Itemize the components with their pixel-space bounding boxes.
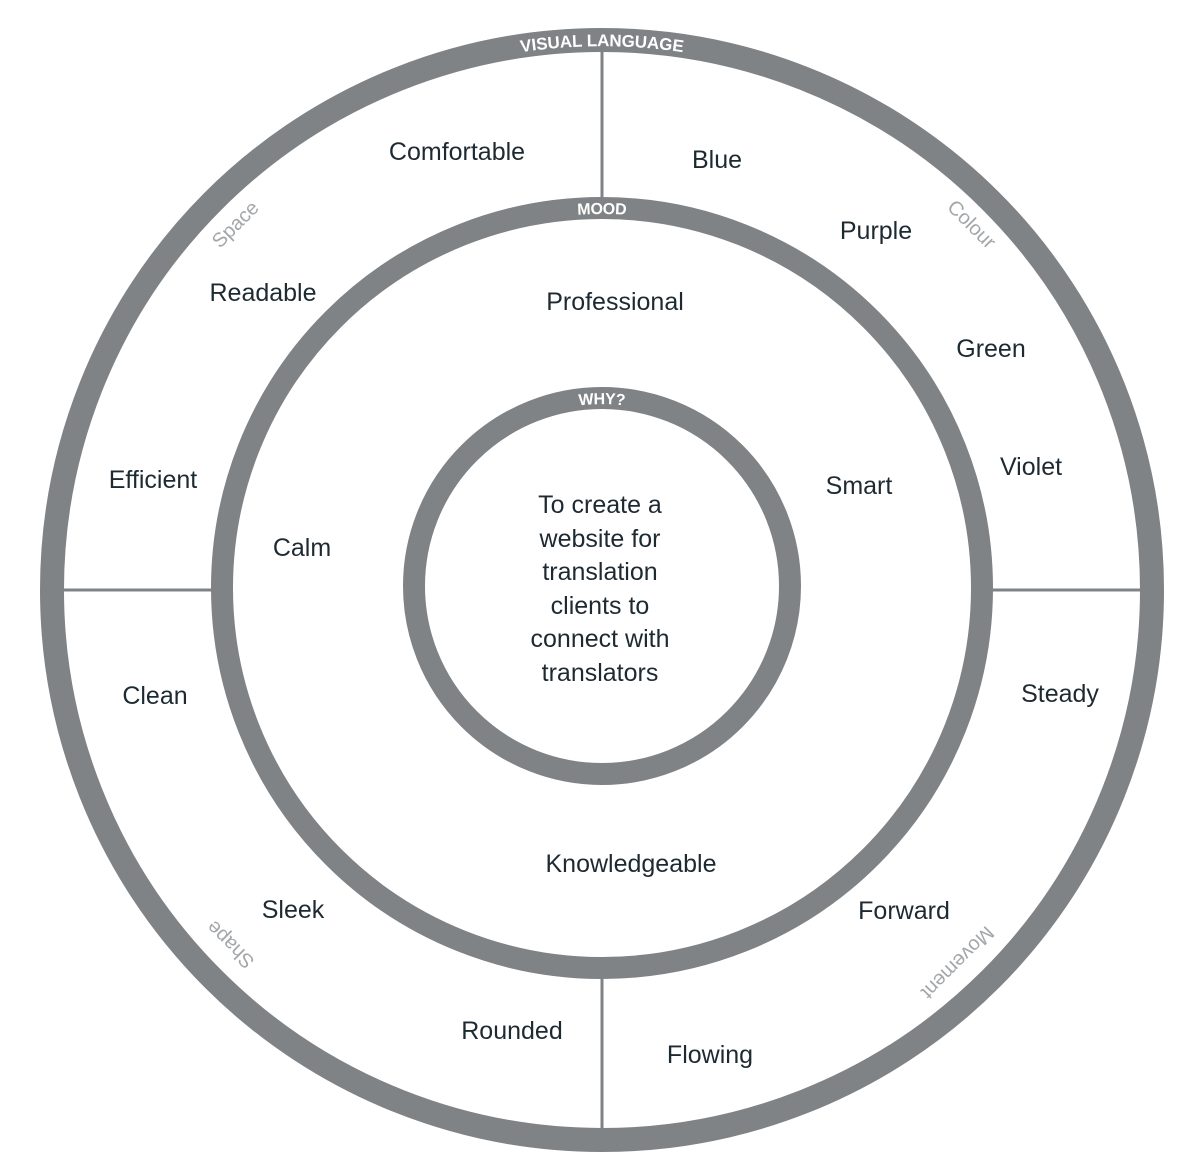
- colour-word-blue: Blue: [692, 146, 742, 174]
- middle-ring: [211, 197, 993, 979]
- shape-word-rounded: Rounded: [461, 1017, 562, 1045]
- mood-word-knowledgeable: Knowledgeable: [546, 850, 717, 878]
- inner-ring: [403, 387, 801, 785]
- inner-ring-label: WHY?: [578, 391, 626, 409]
- colour-word-purple: Purple: [840, 217, 912, 245]
- middle-ring-label: MOOD: [577, 201, 627, 219]
- center-line: To create a: [538, 491, 662, 519]
- colour-word-green: Green: [956, 335, 1025, 363]
- outer-ring: [40, 28, 1164, 1152]
- mood-word-professional: Professional: [546, 288, 684, 316]
- movement-word-forward: Forward: [858, 897, 950, 925]
- center-purpose: To create a website for translation clie…: [531, 491, 670, 687]
- center-line: translation: [542, 558, 657, 586]
- movement-word-flowing: Flowing: [667, 1041, 753, 1069]
- shape-word-clean: Clean: [122, 682, 187, 710]
- space-word-comfortable: Comfortable: [389, 138, 525, 166]
- center-line: translators: [542, 659, 659, 687]
- space-word-efficient: Efficient: [109, 466, 198, 494]
- mood-word-calm: Calm: [273, 534, 331, 562]
- colour-word-violet: Violet: [1000, 453, 1062, 481]
- center-line: website for: [539, 525, 661, 553]
- center-line: connect with: [531, 625, 670, 653]
- mood-word-smart: Smart: [826, 472, 893, 500]
- center-line: clients to: [551, 592, 650, 620]
- space-word-readable: Readable: [209, 279, 316, 307]
- shape-word-sleek: Sleek: [262, 896, 325, 924]
- movement-word-steady: Steady: [1021, 680, 1099, 708]
